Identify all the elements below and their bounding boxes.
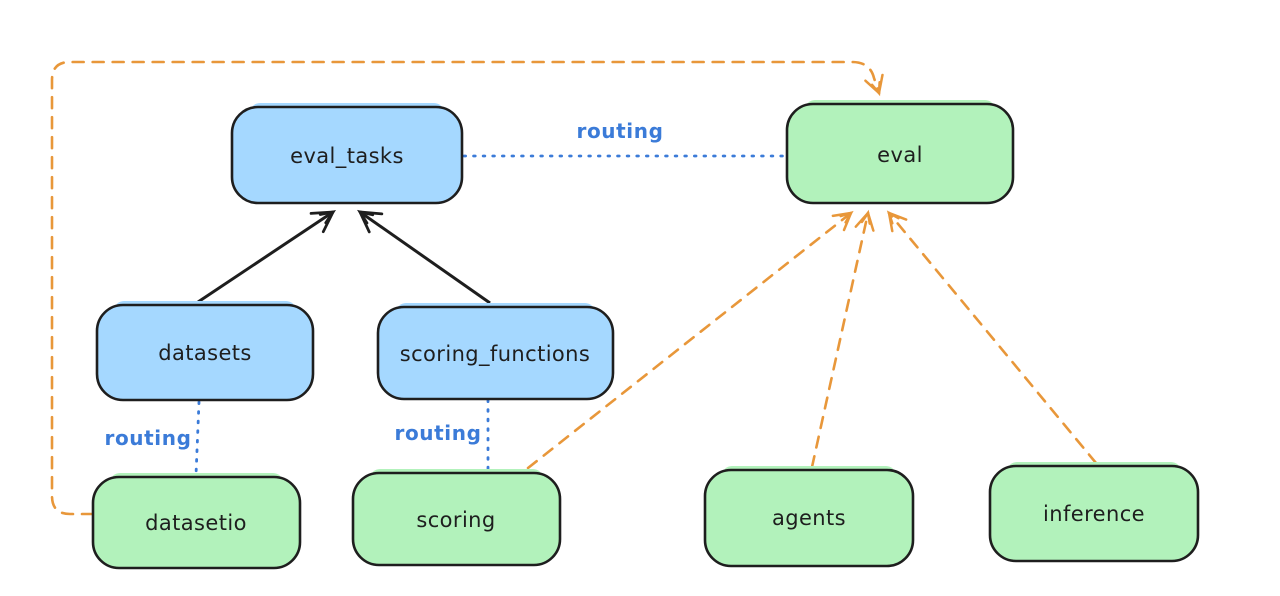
node-box — [95, 303, 315, 402]
node-datasets: datasets — [95, 301, 315, 402]
routing-label: routing — [104, 426, 191, 450]
edge-datasets-datasetio-routing-line — [194, 400, 201, 477]
edge-datasetio-eval-dashed-arrow — [50, 60, 884, 516]
node-scoring: scoring — [351, 469, 562, 567]
node-eval: eval — [785, 100, 1015, 205]
node-datasetio: datasetio — [91, 473, 302, 570]
node-agents: agents — [703, 466, 915, 568]
edge-scoringfunctions-evaltasks-arrow — [357, 209, 491, 305]
node-label: eval_tasks — [290, 144, 404, 169]
node-eval-tasks: eval_tasks — [230, 103, 464, 205]
node-label: agents — [772, 506, 846, 530]
node-box — [230, 105, 464, 205]
node-box — [703, 468, 915, 568]
node-label: eval — [877, 143, 923, 167]
edge-datasets-evaltasks-arrow — [197, 209, 337, 304]
node-label: scoring — [416, 508, 495, 532]
node-label: inference — [1043, 502, 1145, 526]
edge-scoring-eval-dashed-arrow — [526, 210, 854, 470]
node-label: datasets — [158, 341, 252, 365]
node-box — [91, 475, 302, 570]
node-label: scoring_functions — [400, 342, 590, 367]
routing-label: routing — [394, 421, 481, 445]
routing-label: routing — [576, 119, 663, 143]
node-box — [376, 305, 615, 401]
edge-agents-eval-dashed-arrow — [810, 209, 875, 469]
node-box — [351, 471, 562, 567]
node-scoring-functions: scoring_functions — [376, 303, 615, 401]
edge-inference-eval-dashed-arrow — [886, 210, 1098, 465]
node-box — [988, 464, 1200, 563]
node-label: datasetio — [145, 511, 247, 535]
node-inference: inference — [988, 462, 1200, 563]
node-box — [785, 102, 1015, 205]
